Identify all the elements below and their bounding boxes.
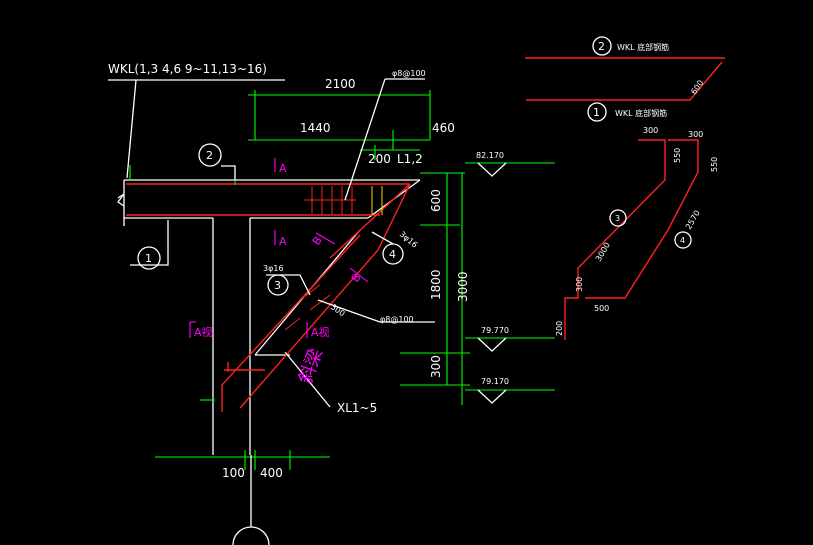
detail-c1-label: 1 xyxy=(593,106,600,119)
section-marks xyxy=(189,158,369,338)
bar-3phi16-right: 3φ16 xyxy=(398,230,420,250)
callout-1: 1 xyxy=(130,220,169,270)
dim-3000: 3000 xyxy=(456,271,470,302)
stirrup-label-top: φ8@100 xyxy=(392,69,426,78)
detail-dim-200: 200 xyxy=(555,321,564,336)
dimension-lines xyxy=(129,90,555,470)
bar-3phi16-left: 3φ16 xyxy=(263,264,284,273)
elevation-mid: 79.770 xyxy=(481,326,509,335)
elevation-top: 82.170 xyxy=(476,151,504,160)
detail-wkl2: WKL 底部钢筋 xyxy=(617,42,669,52)
elevation-bottom: 79.170 xyxy=(481,377,509,386)
detail-dim-600: 600 xyxy=(689,78,705,96)
axis-bubble xyxy=(232,526,270,545)
rebar-lines xyxy=(126,183,411,412)
elevation-markers xyxy=(477,162,507,404)
dim-600-right: 600 xyxy=(429,189,443,212)
callout-3: 3 xyxy=(266,274,311,296)
detail-dim-550a: 550 xyxy=(673,148,682,163)
callout-3-label: 3 xyxy=(274,279,281,292)
section-a-right: A视 xyxy=(311,325,330,339)
dim-1440: 1440 xyxy=(300,121,331,135)
detail-c2-label: 2 xyxy=(598,40,605,53)
detail-dim-550b: 550 xyxy=(710,157,719,172)
rebar-detail-bent: 300 300 550 550 3 3000 4 2570 300 500 20… xyxy=(555,126,719,340)
section-b-upper: B xyxy=(310,234,325,248)
detail-dim-2570: 2570 xyxy=(684,209,702,231)
detail-dim-500: 500 xyxy=(594,304,609,313)
beam-title-group: WKL(1,3 4,6 9~11,13~16) xyxy=(108,62,285,179)
stirrup-leaders xyxy=(284,78,435,408)
slanted-beam-label: 斜梁 xyxy=(295,346,327,387)
dim-460: 460 xyxy=(432,121,455,135)
detail-dim-300b: 300 xyxy=(688,130,703,139)
dim-400: 400 xyxy=(260,466,283,480)
label-l12: L1,2 xyxy=(397,152,423,166)
rebar-detail-top: 2 WKL 底部钢筋 1 WKL 底部钢筋 600 xyxy=(525,36,725,122)
dim-2100: 2100 xyxy=(325,77,356,91)
callout-2: 2 xyxy=(198,143,236,180)
xl-label: XL1~5 xyxy=(337,401,377,415)
detail-c4-label: 4 xyxy=(680,236,685,245)
detail-dim-3000: 3000 xyxy=(594,241,612,263)
dim-200: 200 xyxy=(368,152,391,166)
dim-300-right: 300 xyxy=(429,355,443,378)
dim-300-diag: 300 xyxy=(329,302,347,318)
section-a-left: A视 xyxy=(194,325,213,339)
detail-dim-300a: 300 xyxy=(643,126,658,135)
structure-outline xyxy=(117,179,421,455)
section-a-top: A xyxy=(279,162,287,175)
stirrup-label-lower: φ8@100 xyxy=(380,315,414,324)
dim-100: 100 xyxy=(222,466,245,480)
callout-2-label: 2 xyxy=(206,149,213,162)
callout-4-label: 4 xyxy=(389,248,396,261)
beam-title: WKL(1,3 4,6 9~11,13~16) xyxy=(108,62,267,76)
section-a-mid: A xyxy=(279,235,287,248)
callout-4: 4 xyxy=(371,231,404,265)
dim-1800: 1800 xyxy=(429,269,443,300)
detail-wkl1: WKL 底部钢筋 xyxy=(615,108,667,118)
callout-1-label: 1 xyxy=(145,252,152,265)
detail-c3-label: 3 xyxy=(615,214,620,223)
detail-dim-300c: 300 xyxy=(575,277,584,292)
